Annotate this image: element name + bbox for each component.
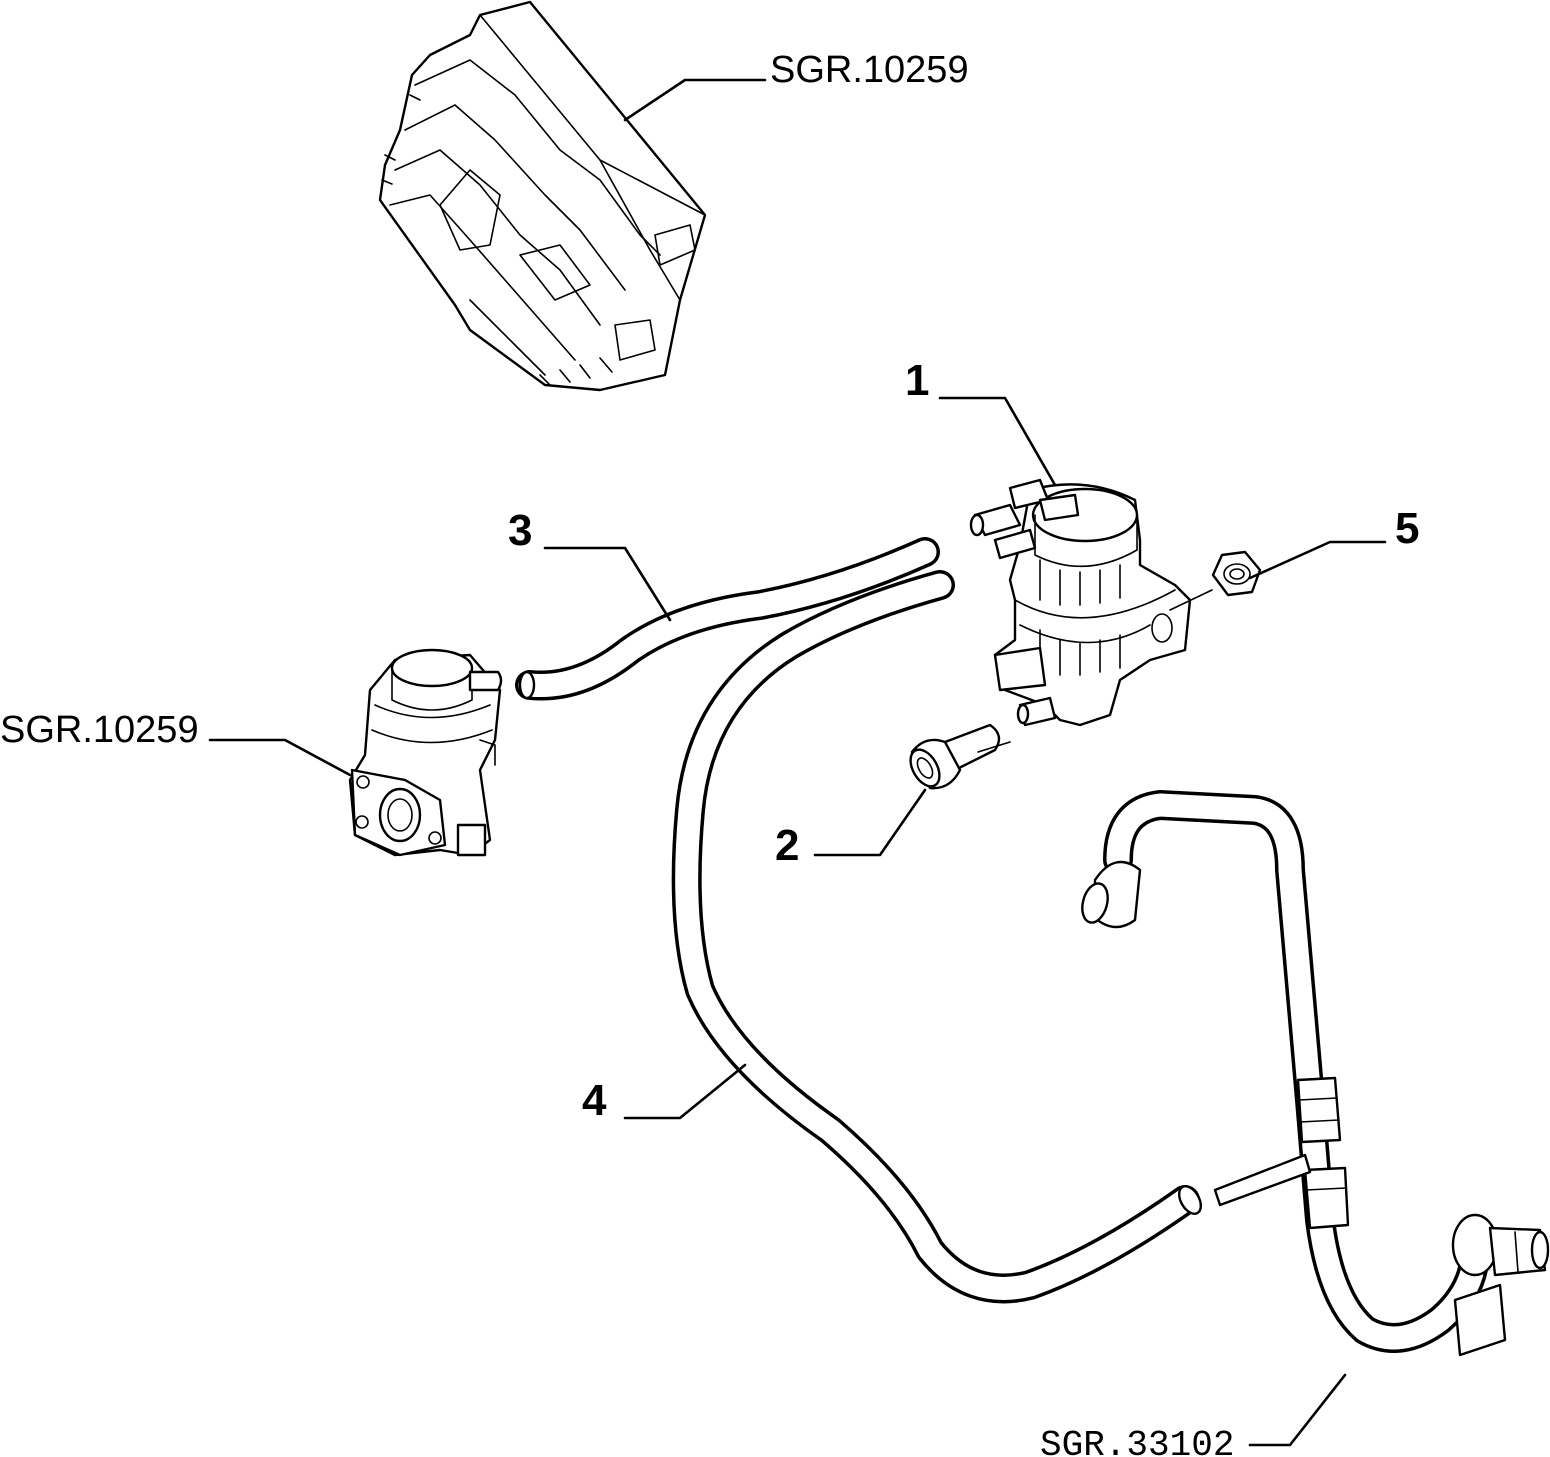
ref-egr-valve: SGR.10259 <box>0 709 199 751</box>
nut-drawing <box>1211 550 1262 597</box>
egr-valve-drawing <box>348 648 503 857</box>
control-unit-drawing <box>378 0 707 392</box>
item-number-3: 3 <box>508 506 532 555</box>
bolt-drawing <box>909 723 1001 790</box>
item-number-2: 2 <box>775 821 799 870</box>
hose-4-drawing <box>671 570 1203 1304</box>
solenoid-valve-drawing <box>969 478 1192 727</box>
pipe-assembly-drawing <box>1081 790 1550 1357</box>
hose-3-drawing <box>515 537 940 701</box>
item-number-1: 1 <box>905 356 929 405</box>
item-number-5: 5 <box>1395 504 1419 553</box>
item-number-4: 4 <box>582 1076 607 1125</box>
ref-control-unit: SGR.10259 <box>770 49 969 91</box>
leader-lines <box>208 78 1387 1447</box>
ref-pipe-assembly: SGR.33102 <box>1040 1425 1234 1457</box>
